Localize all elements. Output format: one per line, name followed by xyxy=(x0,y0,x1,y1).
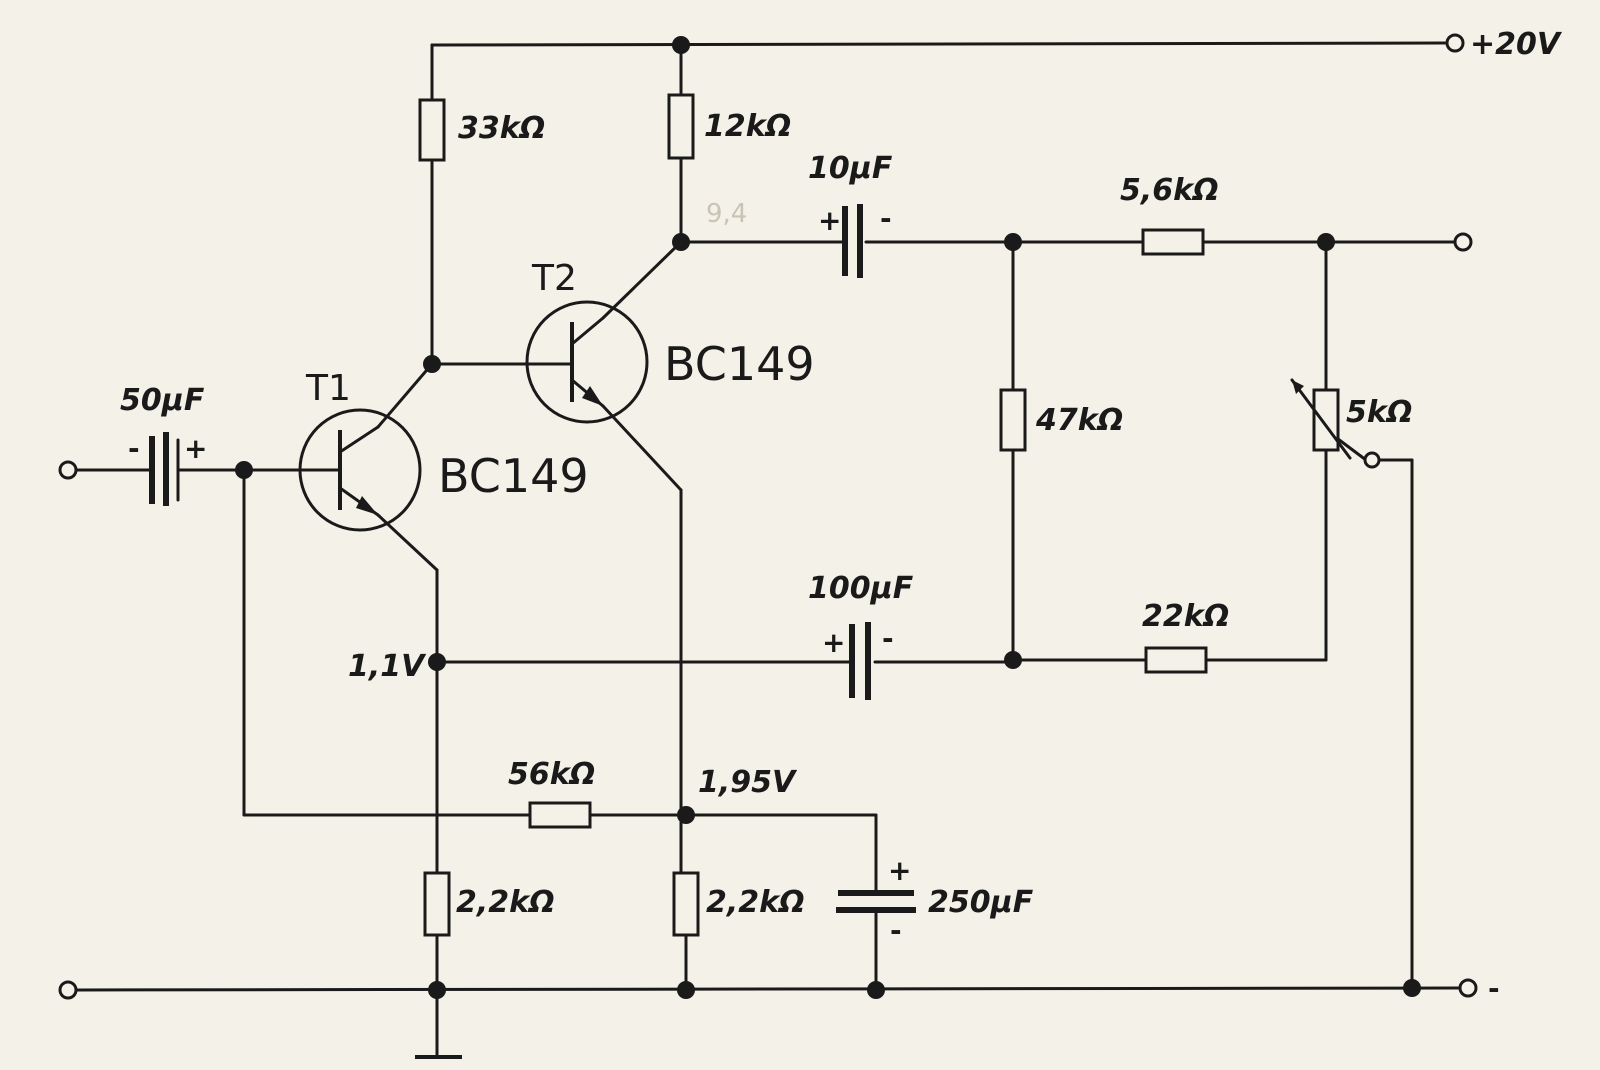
junction xyxy=(1004,233,1022,251)
t2-emitter-arrow xyxy=(582,386,603,406)
junctions xyxy=(235,36,1421,999)
resistor-12k xyxy=(667,93,695,160)
junction xyxy=(1403,979,1421,997)
junction xyxy=(235,461,253,479)
junction xyxy=(1004,651,1022,669)
t2-body xyxy=(525,300,649,424)
pencil-annotation: 9,4 xyxy=(706,199,747,229)
cap-10u-plus: + xyxy=(818,204,841,237)
junction xyxy=(423,355,441,373)
label-2-2k-a: 2,2kΩ xyxy=(456,885,555,920)
label-33k: 33kΩ xyxy=(458,111,545,146)
capacitors xyxy=(149,204,916,913)
label-t1-type: BC149 xyxy=(438,449,589,503)
label-t2-type: BC149 xyxy=(664,337,815,391)
junction xyxy=(428,981,446,999)
junction xyxy=(428,653,446,671)
potentiometer-5k xyxy=(1312,388,1340,452)
resistors xyxy=(418,93,1352,937)
label-100u: 100μF xyxy=(808,571,914,606)
resistor-22k xyxy=(1144,646,1208,674)
label-5k: 5kΩ xyxy=(1346,395,1412,430)
t1-collector xyxy=(338,425,380,454)
terminals xyxy=(58,33,1478,1000)
resistor-5-6k xyxy=(1141,228,1205,256)
voltage-1-95v: 1,95V xyxy=(698,765,798,800)
label-t1: T1 xyxy=(305,368,351,409)
resistor-33k xyxy=(418,98,446,162)
label-t2: T2 xyxy=(531,258,577,299)
terminal-supply xyxy=(1445,33,1465,53)
terminal-ground-right xyxy=(1458,978,1478,998)
ground-terminal-label: - xyxy=(1488,972,1500,1005)
label-56k: 56kΩ xyxy=(508,757,595,792)
cap-50u-minus: - xyxy=(128,432,140,465)
cap-250u-plus: + xyxy=(888,854,911,887)
t1-emitter-arrow xyxy=(356,496,378,515)
supply-label: +20V xyxy=(1470,27,1563,62)
junction xyxy=(677,981,695,999)
junction xyxy=(672,233,690,251)
cap-250u-minus: - xyxy=(890,914,902,947)
label-47k: 47kΩ xyxy=(1035,403,1123,438)
voltage-1-1v: 1,1V xyxy=(348,649,427,684)
junction xyxy=(672,36,690,54)
label-50u: 50μF xyxy=(120,383,205,418)
supply-rail xyxy=(430,41,1447,47)
t2-emitter-lead xyxy=(601,404,683,492)
t2-collector-lead xyxy=(601,240,683,320)
label-22k: 22kΩ xyxy=(1142,599,1229,634)
resistor-2-2k-t1 xyxy=(423,871,451,937)
transistor-t2 xyxy=(525,300,649,424)
label-12k: 12kΩ xyxy=(704,109,791,144)
terminal-ground-left xyxy=(58,980,78,1000)
label-10u: 10μF xyxy=(808,151,893,186)
pot-arrow-head xyxy=(1292,380,1304,394)
resistor-47k xyxy=(999,388,1027,452)
t2-collector xyxy=(570,316,605,346)
resistor-2-2k-t2 xyxy=(672,871,700,937)
junction xyxy=(677,806,695,824)
terminal-pot-wiper xyxy=(1363,451,1381,469)
junction xyxy=(1317,233,1335,251)
pot-adjust-arrow xyxy=(1290,378,1352,460)
cap-10u-minus: - xyxy=(880,202,892,235)
terminal-output xyxy=(1453,232,1473,252)
t1-body xyxy=(298,408,422,532)
junction xyxy=(867,981,885,999)
cap-100u-minus: - xyxy=(882,622,894,655)
terminal-input xyxy=(58,460,78,480)
cap-100u-plus: + xyxy=(822,626,845,659)
labels: +20V - 33kΩ 12kΩ 5,6kΩ 47kΩ 5kΩ 22kΩ 56k… xyxy=(120,27,1563,1005)
label-5-6k: 5,6kΩ xyxy=(1120,173,1219,208)
label-250u: 250μF xyxy=(928,885,1034,920)
ground-rail xyxy=(75,986,1460,992)
transistor-t1 xyxy=(298,408,422,532)
label-2-2k-b: 2,2kΩ xyxy=(706,885,805,920)
cap-50u-plus: + xyxy=(184,432,207,465)
resistor-56k xyxy=(528,801,592,829)
